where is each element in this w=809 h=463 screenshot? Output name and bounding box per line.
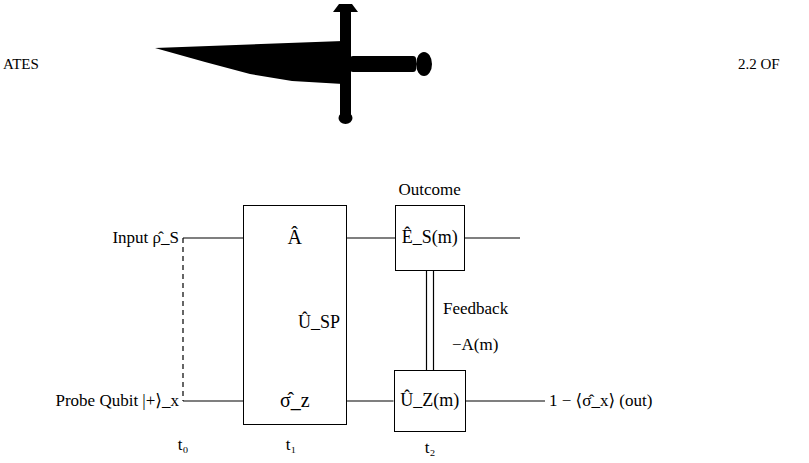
feedback-line <box>427 271 434 370</box>
wire <box>347 401 393 402</box>
operator-label: Û_Z(m) <box>400 390 459 411</box>
time-marker <box>182 238 183 401</box>
operator-label: Û_SP <box>298 312 340 333</box>
connector-stroke <box>347 237 395 238</box>
operator-label: Ê_S(m) <box>402 227 458 248</box>
input-label: Input ρ̂_S <box>112 228 179 248</box>
unitary-box: Â Û_SP σ̂_z <box>243 205 347 425</box>
dagger-ornament <box>155 4 432 124</box>
time-label: t₂ <box>425 438 436 458</box>
running-header: 2.2 OF <box>738 56 780 73</box>
input-wire <box>183 237 245 238</box>
output-label: 1 − ⟨σ̂_x⟩ (out) <box>549 391 652 411</box>
connector-stroke <box>347 400 393 401</box>
input-label: Probe Qubit |+⟩_x <box>55 391 179 411</box>
edge-label: Feedback <box>443 299 508 319</box>
correction-box: Û_Z(m) <box>394 370 467 432</box>
heading-label: Outcome <box>399 180 461 200</box>
feedback-value: −A(m) <box>452 335 498 355</box>
operator-label: Â <box>287 226 301 249</box>
time-label: t₁ <box>286 435 297 455</box>
time-label: t₀ <box>178 435 189 455</box>
probe-wire <box>183 400 245 401</box>
wire <box>347 238 395 239</box>
running-header: ATES <box>3 56 39 73</box>
connector-stroke <box>433 271 434 370</box>
measurement-box: OutcomeÊ_S(m) <box>395 205 465 271</box>
operator-label: σ̂_z <box>280 389 310 412</box>
connector-stroke <box>426 271 427 370</box>
